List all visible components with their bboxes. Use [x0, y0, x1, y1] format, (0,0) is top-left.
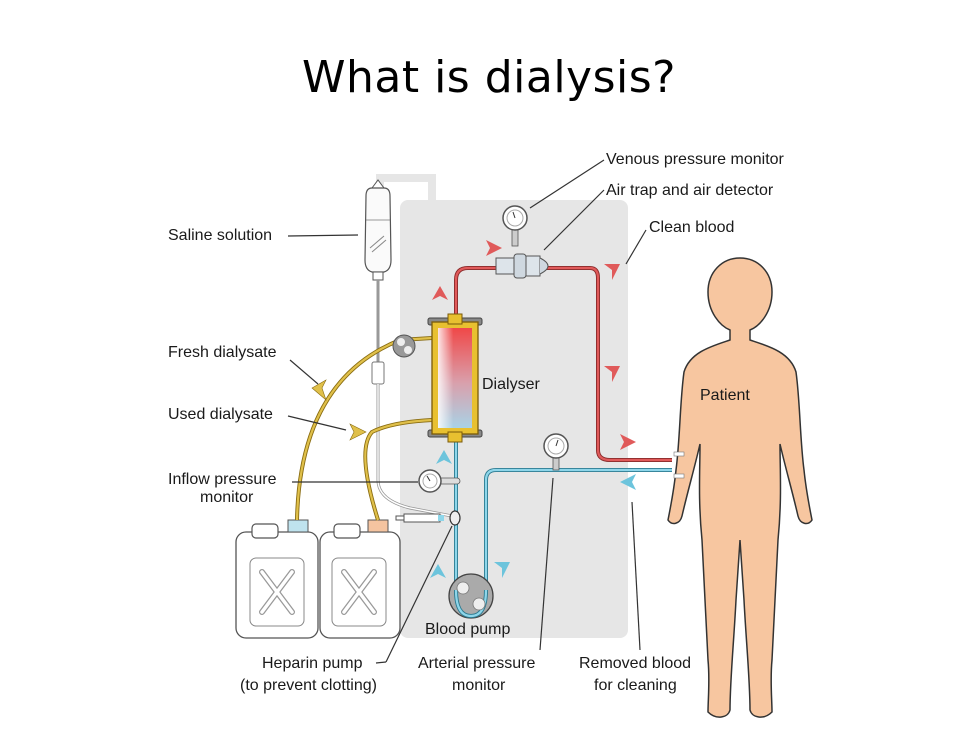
venous-pressure-gauge [502, 205, 528, 247]
arrow-up-red [432, 286, 448, 300]
label-arterial-1: Arterial pressure [418, 655, 535, 672]
clean-blood-line [454, 266, 672, 462]
label-inflow-pressure-1: Inflow pressure [168, 471, 277, 488]
arrow-right-red [486, 240, 502, 256]
label-inflow-pressure-2: monitor [200, 489, 254, 506]
label-removed-2: for cleaning [594, 677, 677, 694]
saline-bag [364, 179, 453, 518]
label-heparin-2: (to prevent clotting) [240, 677, 377, 694]
leader-lines [287, 159, 647, 664]
label-removed-1: Removed blood [579, 655, 691, 672]
arrow-left-blue [620, 474, 636, 490]
label-venous-pressure-monitor: Venous pressure monitor [606, 151, 785, 168]
arrow-up-blue-2 [430, 564, 446, 578]
label-saline-solution: Saline solution [168, 227, 272, 244]
arrow-right-red-2 [620, 434, 636, 450]
label-used-dialysate: Used dialysate [168, 406, 273, 423]
blood-pump [448, 573, 494, 619]
dialyser [427, 313, 483, 443]
inflow-pressure-gauge [418, 469, 461, 493]
label-fresh-dialysate: Fresh dialysate [168, 344, 277, 361]
label-clean-blood: Clean blood [649, 219, 734, 236]
patient-figure [667, 257, 813, 718]
label-patient: Patient [700, 387, 750, 404]
arrow-up-blue-1 [436, 450, 452, 464]
air-trap-detector [495, 253, 549, 279]
arrow-fresh-dialysate [311, 379, 327, 401]
label-blood-pump: Blood pump [425, 621, 510, 638]
used-dialysate-jug [319, 519, 401, 639]
label-air-trap: Air trap and air detector [606, 182, 774, 199]
label-dialyser: Dialyser [482, 376, 540, 393]
heparin-syringe [395, 510, 461, 526]
arterial-pressure-gauge [543, 433, 569, 471]
fresh-dialysate-jug [235, 519, 319, 639]
flow-arrows [311, 240, 636, 578]
label-heparin-1: Heparin pump [262, 655, 363, 672]
arrow-down-blue [494, 562, 510, 578]
arrow-down-red-2 [604, 366, 620, 382]
dialysate-pump [392, 334, 416, 358]
arrow-used-dialysate [349, 423, 367, 441]
dialysate-tubes [295, 336, 433, 521]
slide-title: What is dialysis? [301, 52, 677, 103]
arrow-down-red-1 [604, 264, 620, 280]
label-arterial-2: monitor [452, 677, 506, 694]
